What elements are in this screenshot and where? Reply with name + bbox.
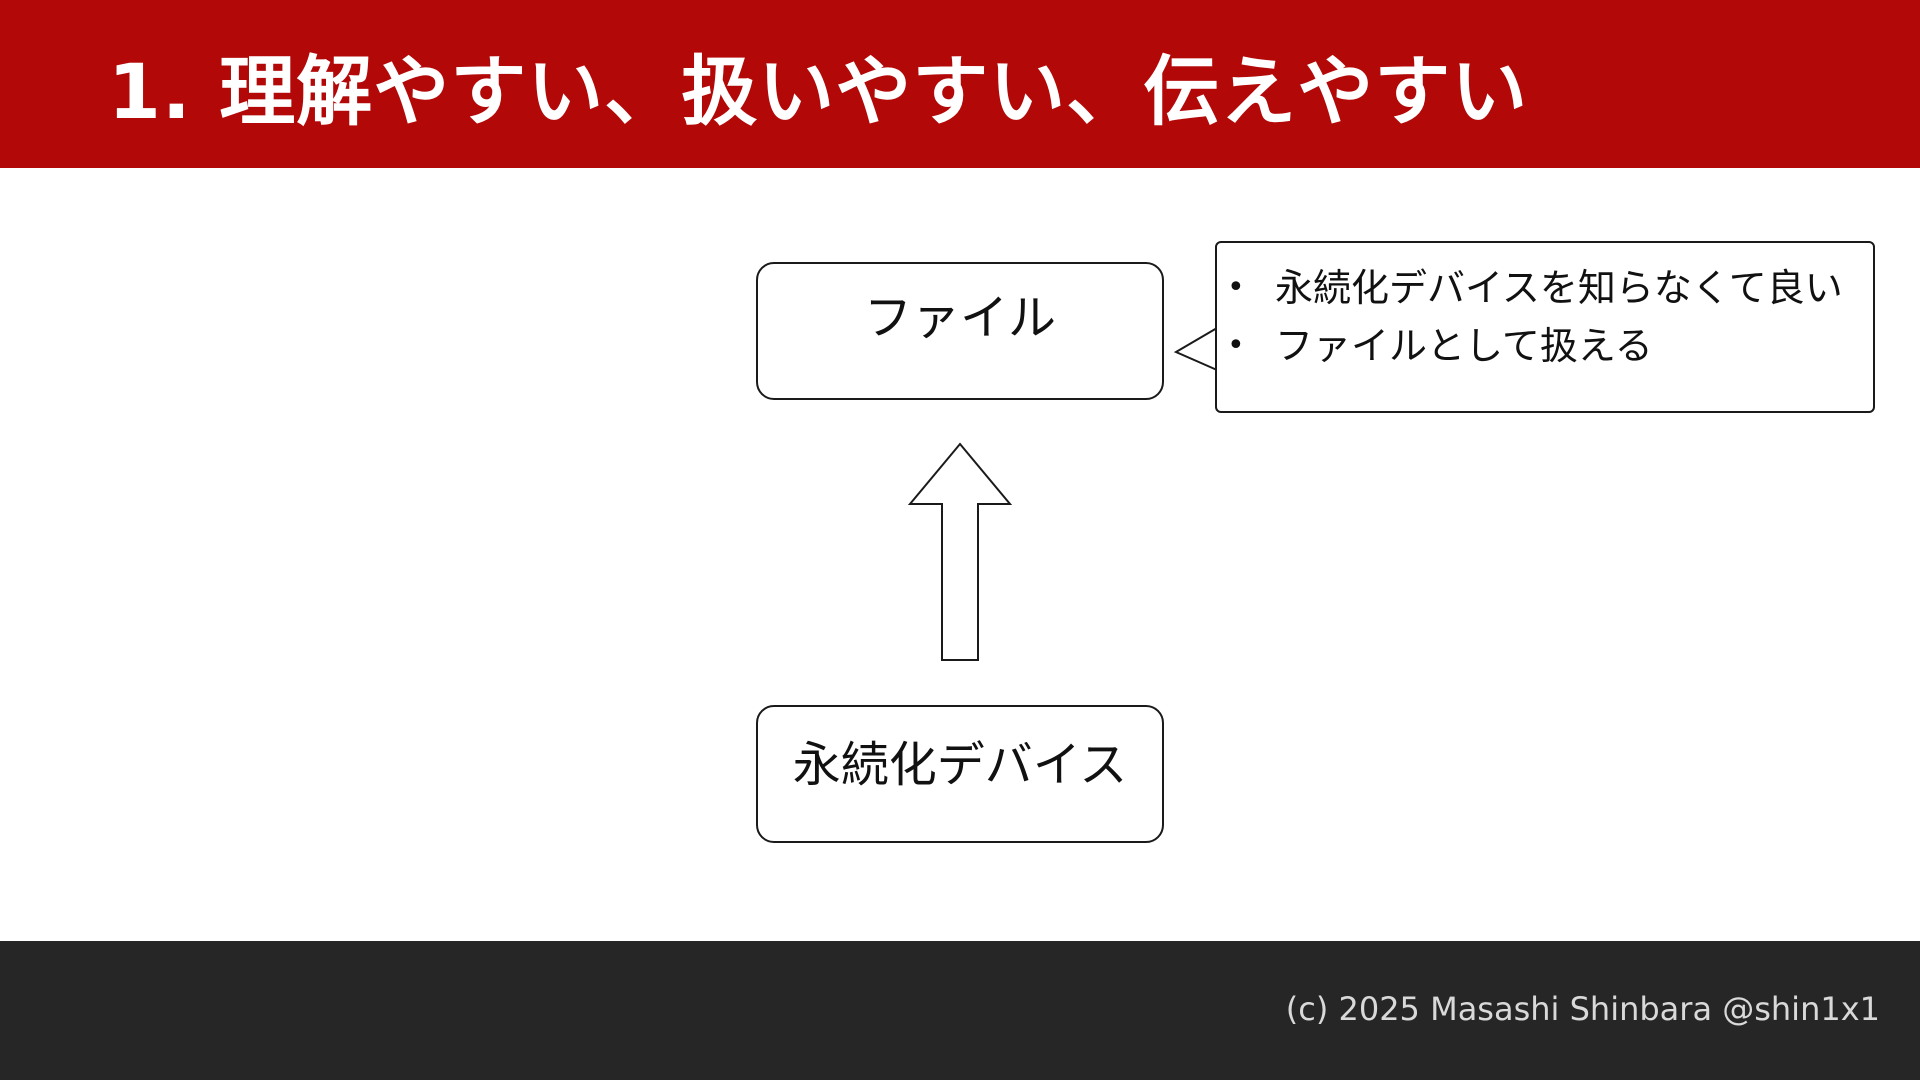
copyright-text: (c) 2025 Masashi Shinbara @shin1x1: [1285, 990, 1880, 1028]
callout-list: • 永続化デバイスを知らなくて良い • ファイルとして扱える: [1227, 259, 1843, 375]
callout-item: • ファイルとして扱える: [1227, 317, 1843, 375]
file-node: ファイル: [756, 262, 1164, 400]
bullet-icon: •: [1227, 328, 1245, 363]
callout-item: • 永続化デバイスを知らなくて良い: [1227, 259, 1843, 317]
diagram-area: ファイル • 永続化デバイスを知らなくて良い • ファイルとして扱える 永続化デバイ…: [0, 168, 1920, 941]
callout-item-text: ファイルとして扱える: [1275, 324, 1653, 368]
slide-title: 1. 理解やすい、扱いやすい、伝えやすい: [108, 47, 1529, 136]
slide-header: 1. 理解やすい、扱いやすい、伝えやすい: [0, 0, 1920, 168]
callout-pointer: [1173, 327, 1219, 371]
persistent-device-node: 永続化デバイス: [756, 705, 1164, 843]
arrow-up-icon: [907, 442, 1013, 661]
bullet-icon: •: [1227, 270, 1245, 305]
callout-box: • 永続化デバイスを知らなくて良い • ファイルとして扱える: [1215, 241, 1875, 413]
callout-item-text: 永続化デバイスを知らなくて良い: [1275, 266, 1843, 310]
slide-footer: (c) 2025 Masashi Shinbara @shin1x1: [0, 941, 1920, 1080]
